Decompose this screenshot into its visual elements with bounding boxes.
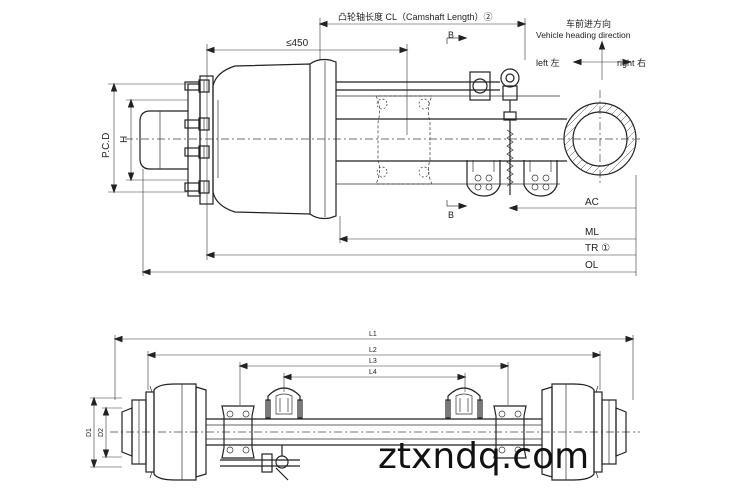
section-b-marker-top: B: [446, 30, 468, 44]
tr-label: TR ①: [585, 243, 610, 254]
ac-dimension: AC: [508, 175, 637, 276]
section-b-top-label: B: [448, 30, 454, 40]
watermark-text: ztxndq.com: [378, 436, 589, 477]
d1-dimension: D1: [86, 396, 122, 469]
axle-beam-bottom: [206, 418, 542, 446]
l3-dimension: L3: [238, 358, 510, 405]
camshaft-length-dimension: 凸轮轴长度 CL（Camshaft Length）②: [318, 11, 527, 60]
spring-seat-left: [466, 160, 501, 197]
section-b-marker-bottom: B: [446, 200, 468, 220]
ml-dimension: ML: [338, 216, 636, 243]
top-view: 凸轮轴长度 CL（Camshaft Length）② 车前进方向 Vehicle…: [101, 11, 646, 276]
d1-label: D1: [86, 428, 93, 437]
spring-seat-right: [523, 160, 558, 197]
l2-dimension: L2: [146, 347, 602, 390]
right-brake-bracket: [493, 405, 527, 459]
l1-label: L1: [369, 331, 377, 338]
d2-dimension: D2: [98, 406, 122, 459]
vehicle-heading-indicator: 车前进方向 Vehicle heading direction left 左 r…: [536, 18, 646, 80]
l4-dimension: L4: [282, 369, 467, 392]
l4-label: L4: [369, 369, 377, 376]
left-brake-bracket: [221, 405, 255, 459]
ac-label: AC: [585, 197, 599, 208]
d2-label: D2: [98, 428, 105, 437]
max-450-label: ≤450: [286, 38, 309, 49]
section-b-bottom-label: B: [448, 210, 454, 220]
l3-label: L3: [369, 358, 377, 365]
hub-cap: [139, 110, 188, 170]
heading-cn-label: 车前进方向: [566, 18, 611, 29]
tr-dimension: TR ①: [205, 243, 636, 259]
brake-drum: [212, 58, 337, 220]
h-label: H: [119, 136, 130, 143]
pcd-dimension: P.C.D: [101, 82, 188, 194]
right-label: right 右: [617, 57, 646, 68]
brake-chamber-bracket: [375, 95, 433, 185]
l1-dimension: L1: [113, 331, 635, 400]
left-label: left 左: [536, 57, 560, 68]
camshaft-lever: [220, 445, 300, 481]
right-hub-assembly: [541, 383, 627, 481]
camshaft-length-label: 凸轮轴长度 CL（Camshaft Length）②: [338, 11, 493, 22]
l2-label: L2: [369, 347, 377, 354]
max-450-dimension: ≤450: [205, 38, 409, 260]
heading-en-label: Vehicle heading direction: [536, 30, 631, 40]
wheel-bolts: [184, 79, 210, 194]
ml-label: ML: [585, 227, 599, 238]
pcd-label: P.C.D: [101, 133, 112, 158]
left-spring-seat: [265, 387, 303, 419]
axle-tube-top: [336, 95, 567, 185]
ol-dimension: OL: [141, 169, 636, 276]
bottom-view: L1 L2 L3 L4: [86, 331, 640, 481]
h-dimension: H: [119, 98, 188, 182]
camshaft-slack-adjuster: [336, 68, 520, 195]
ol-label: OL: [585, 260, 599, 271]
left-hub-assembly: [121, 383, 207, 481]
right-spring-seat: [445, 387, 483, 419]
